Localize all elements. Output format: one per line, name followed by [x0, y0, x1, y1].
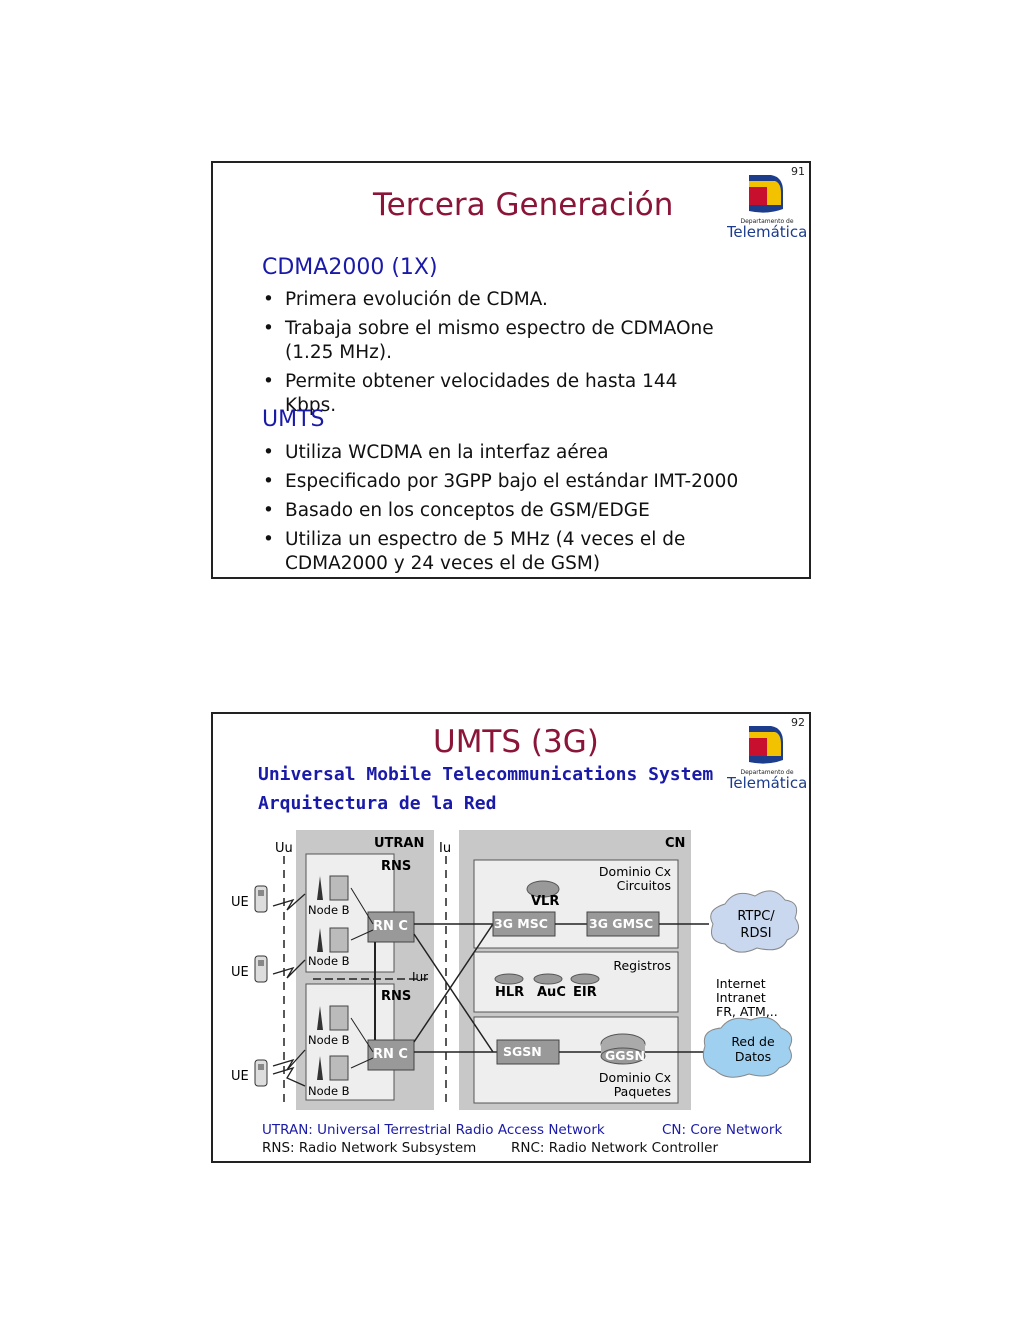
node-b-label: Node B: [308, 903, 350, 917]
radio-link-icon: [272, 959, 306, 979]
subtitle-arquitectura: Arquitectura de la Red: [258, 793, 497, 814]
footer-utran-definition: UTRAN: Universal Terrestrial Radio Acces…: [262, 1122, 605, 1138]
bullet-item: •Especificado por 3GPP bajo el estándar …: [263, 471, 739, 492]
slide-91: 91 Tercera Generación Departamento de Te…: [211, 161, 811, 579]
slide-title: UMTS (3G): [433, 724, 599, 760]
node-b-label: Node B: [308, 1033, 350, 1047]
auc-database-icon: [533, 973, 563, 985]
radio-link-icon: [272, 1066, 306, 1087]
vlr-label: VLR: [531, 894, 559, 909]
bullet-item: •Trabaja sobre el mismo espectro de CDMA…: [263, 318, 714, 363]
node-b-tower-icon: [317, 927, 349, 953]
registros-label: Registros: [613, 958, 671, 973]
logo-small-text: Departamento de: [740, 218, 793, 225]
node-b-label: Node B: [308, 954, 350, 968]
rtpc-cloud-icon: [710, 890, 800, 953]
footer-rns-definition: RNS: Radio Network Subsystem: [262, 1140, 477, 1156]
uu-label: Uu: [275, 841, 293, 856]
rnc-label: RN C: [373, 1047, 408, 1062]
bullet-item: •Utiliza WCDMA en la interfaz aérea: [263, 442, 609, 463]
subtitle-umts: Universal Mobile Telecommunications Syst…: [258, 764, 714, 785]
bullet-item: •Primera evolución de CDMA.: [263, 289, 548, 310]
umts-architecture-diagram: Uu Iu Iur UTRAN CN RNS RNS UE UE UE Node…: [231, 830, 800, 1110]
vlr-database-icon: [526, 880, 560, 898]
dominio-circuitos-label: Circuitos: [617, 878, 671, 893]
rnc-label: RN C: [373, 919, 408, 934]
rns-label: RNS: [381, 859, 411, 874]
radio-link-icon: [272, 893, 306, 911]
radio-link-icon: [272, 1049, 306, 1071]
ue-label: UE: [231, 895, 249, 910]
internet-label: Intranet: [716, 990, 766, 1005]
node-b-tower-icon: [317, 875, 349, 901]
rnc-msc-cross-link: [413, 923, 494, 1043]
msc-label: 3G MSC: [494, 916, 548, 931]
telematica-logo: Departamento de Telemática: [727, 175, 807, 241]
ggsn-label: GGSN: [605, 1048, 645, 1063]
hlr-database-icon: [494, 973, 524, 985]
hlr-label: HLR: [495, 985, 524, 1000]
link-line: [350, 1017, 374, 1053]
eir-label: EIR: [573, 985, 597, 1000]
logo-small-text: Departamento de: [740, 769, 793, 776]
msc-box: [492, 911, 556, 937]
ue-label: UE: [231, 1069, 249, 1084]
node-b-label: Node B: [308, 1084, 350, 1098]
iu-label: Iu: [439, 841, 451, 856]
bullet-item: •Basado en los conceptos de GSM/EDGE: [263, 500, 650, 521]
node-b-tower-icon: [317, 1005, 349, 1031]
link-line: [350, 887, 374, 925]
phone-icon: [254, 885, 268, 913]
node-b-tower-icon: [317, 1055, 349, 1081]
rnc-sgsn-cross-link: [413, 933, 494, 1053]
link-line: [350, 1057, 374, 1069]
page-number: 92: [791, 716, 805, 729]
rnc-box: [367, 1039, 415, 1071]
utran-label: UTRAN: [374, 836, 424, 851]
internet-label: Internet: [716, 976, 766, 991]
auc-label: AuC: [537, 985, 566, 1000]
dominio-circuitos-label: Dominio Cx: [599, 864, 671, 879]
red-datos-label: Red de: [731, 1034, 775, 1049]
ue-label: UE: [231, 965, 249, 980]
rtpc-label: RDSI: [740, 926, 771, 941]
cn-label: CN: [665, 836, 685, 851]
sgsn-box: [496, 1039, 560, 1065]
rtpc-label: RTPC/: [737, 909, 775, 924]
rnc-box: [367, 911, 415, 943]
link-line: [350, 929, 374, 941]
dominio-paquetes-box: [473, 1016, 679, 1104]
footer-cn-definition: CN: Core Network: [662, 1122, 783, 1138]
gmsc-label: 3G GMSC: [589, 916, 653, 931]
internet-label: FR, ATM,..: [716, 1004, 778, 1019]
red-datos-cloud-icon: [702, 1016, 793, 1078]
eir-database-icon: [570, 973, 600, 985]
logo-big-text: Telemática: [727, 223, 807, 241]
iur-label: Iur: [412, 970, 428, 984]
dominio-paquetes-label: Dominio Cx: [599, 1070, 671, 1085]
logo-big-text: Telemática: [727, 774, 807, 792]
rns-label: RNS: [381, 989, 411, 1004]
page-number: 91: [791, 165, 805, 178]
slide-92: 92 UMTS (3G) Departamento de Telemática …: [211, 712, 811, 1163]
section-heading-umts: UMTS: [262, 407, 325, 432]
phone-icon: [254, 1059, 268, 1087]
sgsn-label: SGSN: [503, 1044, 542, 1059]
red-datos-label: Datos: [735, 1049, 771, 1064]
telematica-logo: Departamento de Telemática: [727, 726, 807, 792]
dominio-paquetes-label: Paquetes: [614, 1084, 671, 1099]
phone-icon: [254, 955, 268, 983]
slide-title: Tercera Generación: [373, 187, 674, 223]
bullet-item: •Utiliza un espectro de 5 MHz (4 veces e…: [263, 529, 686, 574]
bullet-item: •Permite obtener velocidades de hasta 14…: [263, 371, 678, 416]
gmsc-box: [586, 911, 660, 937]
footer-rnc-definition: RNC: Radio Network Controller: [511, 1140, 719, 1156]
section-heading-cdma2000: CDMA2000 (1X): [262, 255, 438, 280]
